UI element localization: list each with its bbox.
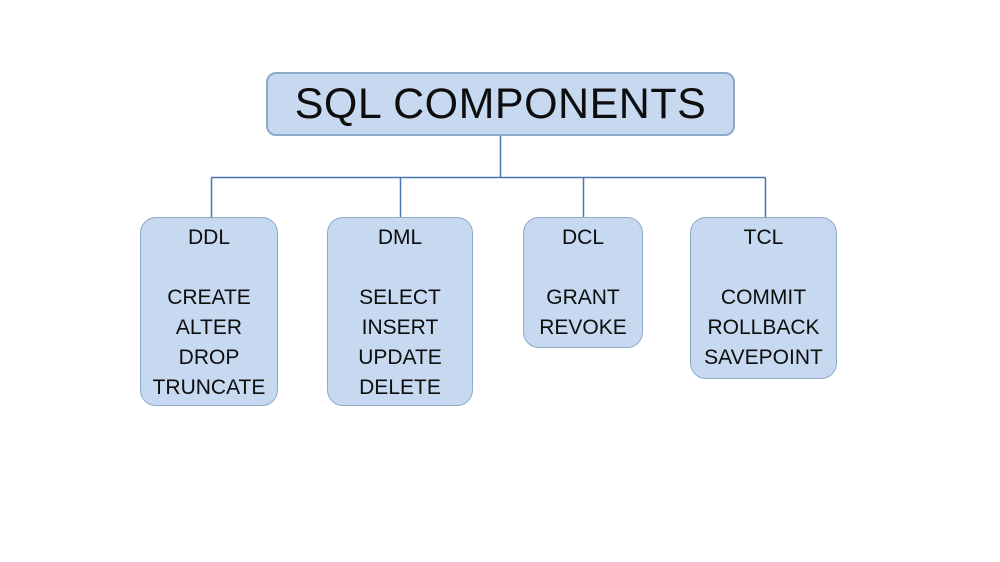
node-tcl-spacer xyxy=(691,253,836,283)
node-tcl-item: COMMIT xyxy=(720,286,807,309)
node-dml-item: UPDATE xyxy=(358,346,442,369)
node-tcl-label: TCL xyxy=(743,226,784,249)
node-dml-spacer xyxy=(328,253,472,283)
node-dcl-item: GRANT xyxy=(546,286,620,309)
node-ddl-item: DROP xyxy=(178,346,240,369)
node-dml-label: DML xyxy=(377,226,423,249)
node-ddl-item: CREATE xyxy=(167,286,251,309)
node-ddl-item: TRUNCATE xyxy=(152,376,266,399)
node-ddl-item: ALTER xyxy=(175,316,243,339)
node-ddl-spacer xyxy=(141,253,277,283)
node-dml-item: DELETE xyxy=(359,376,441,399)
node-dcl-label: DCL xyxy=(561,226,604,249)
node-dml-item: INSERT xyxy=(361,316,439,339)
node-dcl-spacer xyxy=(524,253,642,283)
title-node: SQL COMPONENTS xyxy=(266,72,735,136)
node-dcl: DCL GRANT REVOKE xyxy=(523,217,643,348)
node-ddl: DDL CREATE ALTER DROP TRUNCATE xyxy=(140,217,278,406)
node-dml: DML SELECT INSERT UPDATE DELETE xyxy=(327,217,473,406)
node-tcl-item: ROLLBACK xyxy=(707,316,820,339)
node-tcl-item: SAVEPOINT xyxy=(704,346,823,369)
node-ddl-label: DDL xyxy=(187,226,230,249)
node-dml-item: SELECT xyxy=(359,286,441,309)
node-tcl: TCL COMMIT ROLLBACK SAVEPOINT xyxy=(690,217,837,379)
node-dcl-item: REVOKE xyxy=(539,316,627,339)
diagram-title: SQL COMPONENTS xyxy=(294,79,707,128)
